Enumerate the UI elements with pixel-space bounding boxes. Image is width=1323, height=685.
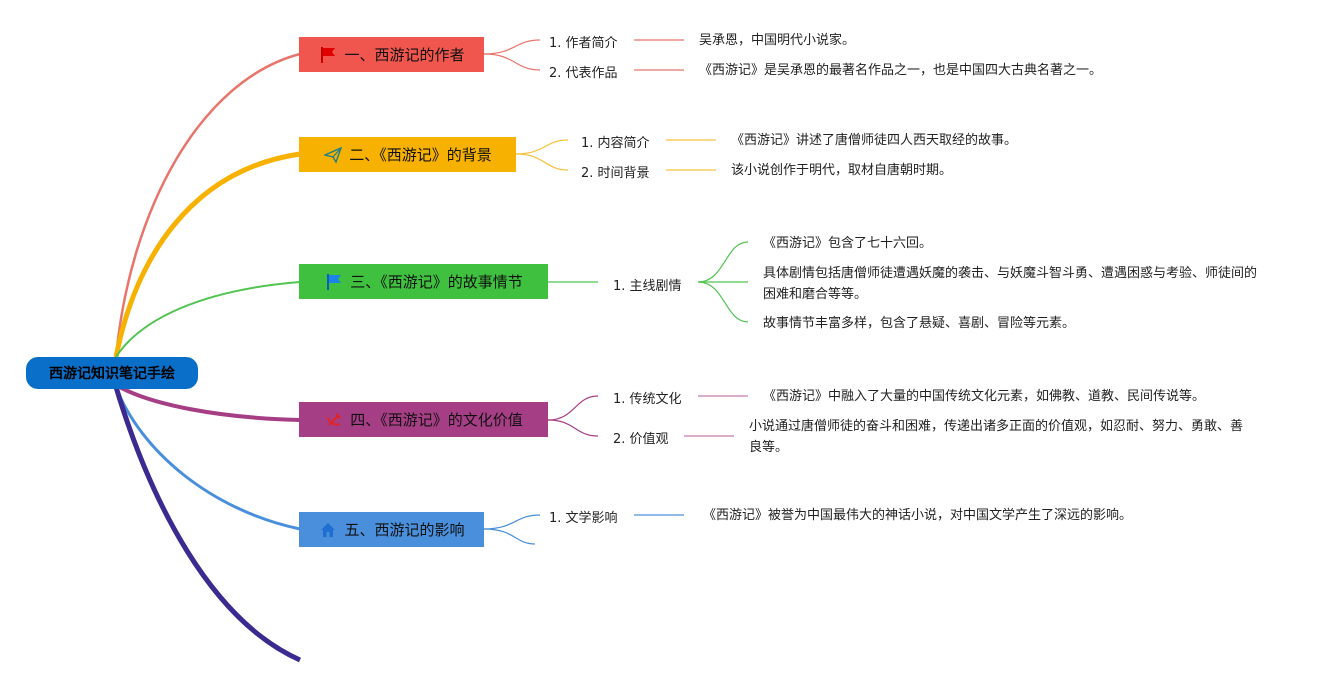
sub-traditional-culture[interactable]: 1. 传统文化 [613,392,682,407]
branch-influence[interactable]: 五、西游记的影响 [299,512,484,547]
leaf-main-plot-1: 《西游记》包含了七十六回。 [763,236,933,251]
branch-plot[interactable]: 三、《西游记》的故事情节 [299,264,548,299]
connector-root-b2 [113,151,301,358]
leaf-author-intro: 吴承恩，中国明代小说家。 [699,33,856,48]
connector-root-b3 [115,281,301,358]
sub-author-intro[interactable]: 1. 作者简介 [549,36,618,51]
connector-root-b4 [114,383,301,422]
sub-time-background[interactable]: 2. 时间背景 [581,166,650,181]
branch-cultural-value[interactable]: 四、《西游记》的文化价值 [299,402,548,437]
sub-main-plot[interactable]: 1. 主线剧情 [613,279,682,294]
leaf-time-background: 该小说创作于明代，取材自唐朝时期。 [731,163,953,178]
branch-label: 二、《西游记》的背景 [349,146,492,164]
red-flag-icon [318,45,338,65]
branch-author[interactable]: 一、西游记的作者 [299,37,484,72]
branch-label: 四、《西游记》的文化价值 [350,411,523,429]
sub-representative-work[interactable]: 2. 代表作品 [549,66,618,81]
leaf-values: 小说通过唐僧师徒的奋斗和困难，传递出诸多正面的价值观，如忍耐、努力、勇敢、善良等… [749,419,1244,455]
connector-root-b1 [114,52,301,358]
branch-background[interactable]: 二、《西游记》的背景 [299,137,516,172]
sub-literary-influence[interactable]: 1. 文学影响 [549,511,618,526]
sub-content-intro[interactable]: 1. 内容简介 [581,136,650,151]
leaf-literary-influence: 《西游记》被誉为中国最伟大的神话小说，对中国文学产生了深远的影响。 [703,508,1133,523]
leaf-main-plot-3: 故事情节丰富多样，包含了悬疑、喜剧、冒险等元素。 [763,316,1076,331]
sub-values[interactable]: 2. 价值观 [613,432,669,447]
branch-label: 一、西游记的作者 [344,46,465,64]
branch-label: 五、西游记的影响 [344,521,465,539]
leaf-representative-work: 《西游记》是吴承恩的最著名作品之一，也是中国四大古典名著之一。 [699,63,1103,78]
branch-label: 三、《西游记》的故事情节 [350,273,523,291]
blue-flag-icon [324,272,344,292]
leaf-traditional-culture: 《西游记》中融入了大量的中国传统文化元素，如佛教、道教、民间传说等。 [763,389,1206,404]
root-label: 西游记知识笔记手绘 [49,366,175,382]
connector-root-tail [113,386,302,663]
hammer-sickle-icon [324,410,344,430]
connector-root-b5 [114,386,301,531]
leaf-content-intro: 《西游记》讲述了唐僧师徒四人西天取经的故事。 [731,133,1018,148]
root-node[interactable]: 西游记知识笔记手绘 [26,357,198,389]
house-icon [318,520,338,540]
leaf-main-plot-2: 具体剧情包括唐僧师徒遭遇妖魔的袭击、与妖魔斗智斗勇、遭遇困惑与考验、师徒间的困难… [763,266,1258,302]
paper-plane-icon [323,145,343,165]
